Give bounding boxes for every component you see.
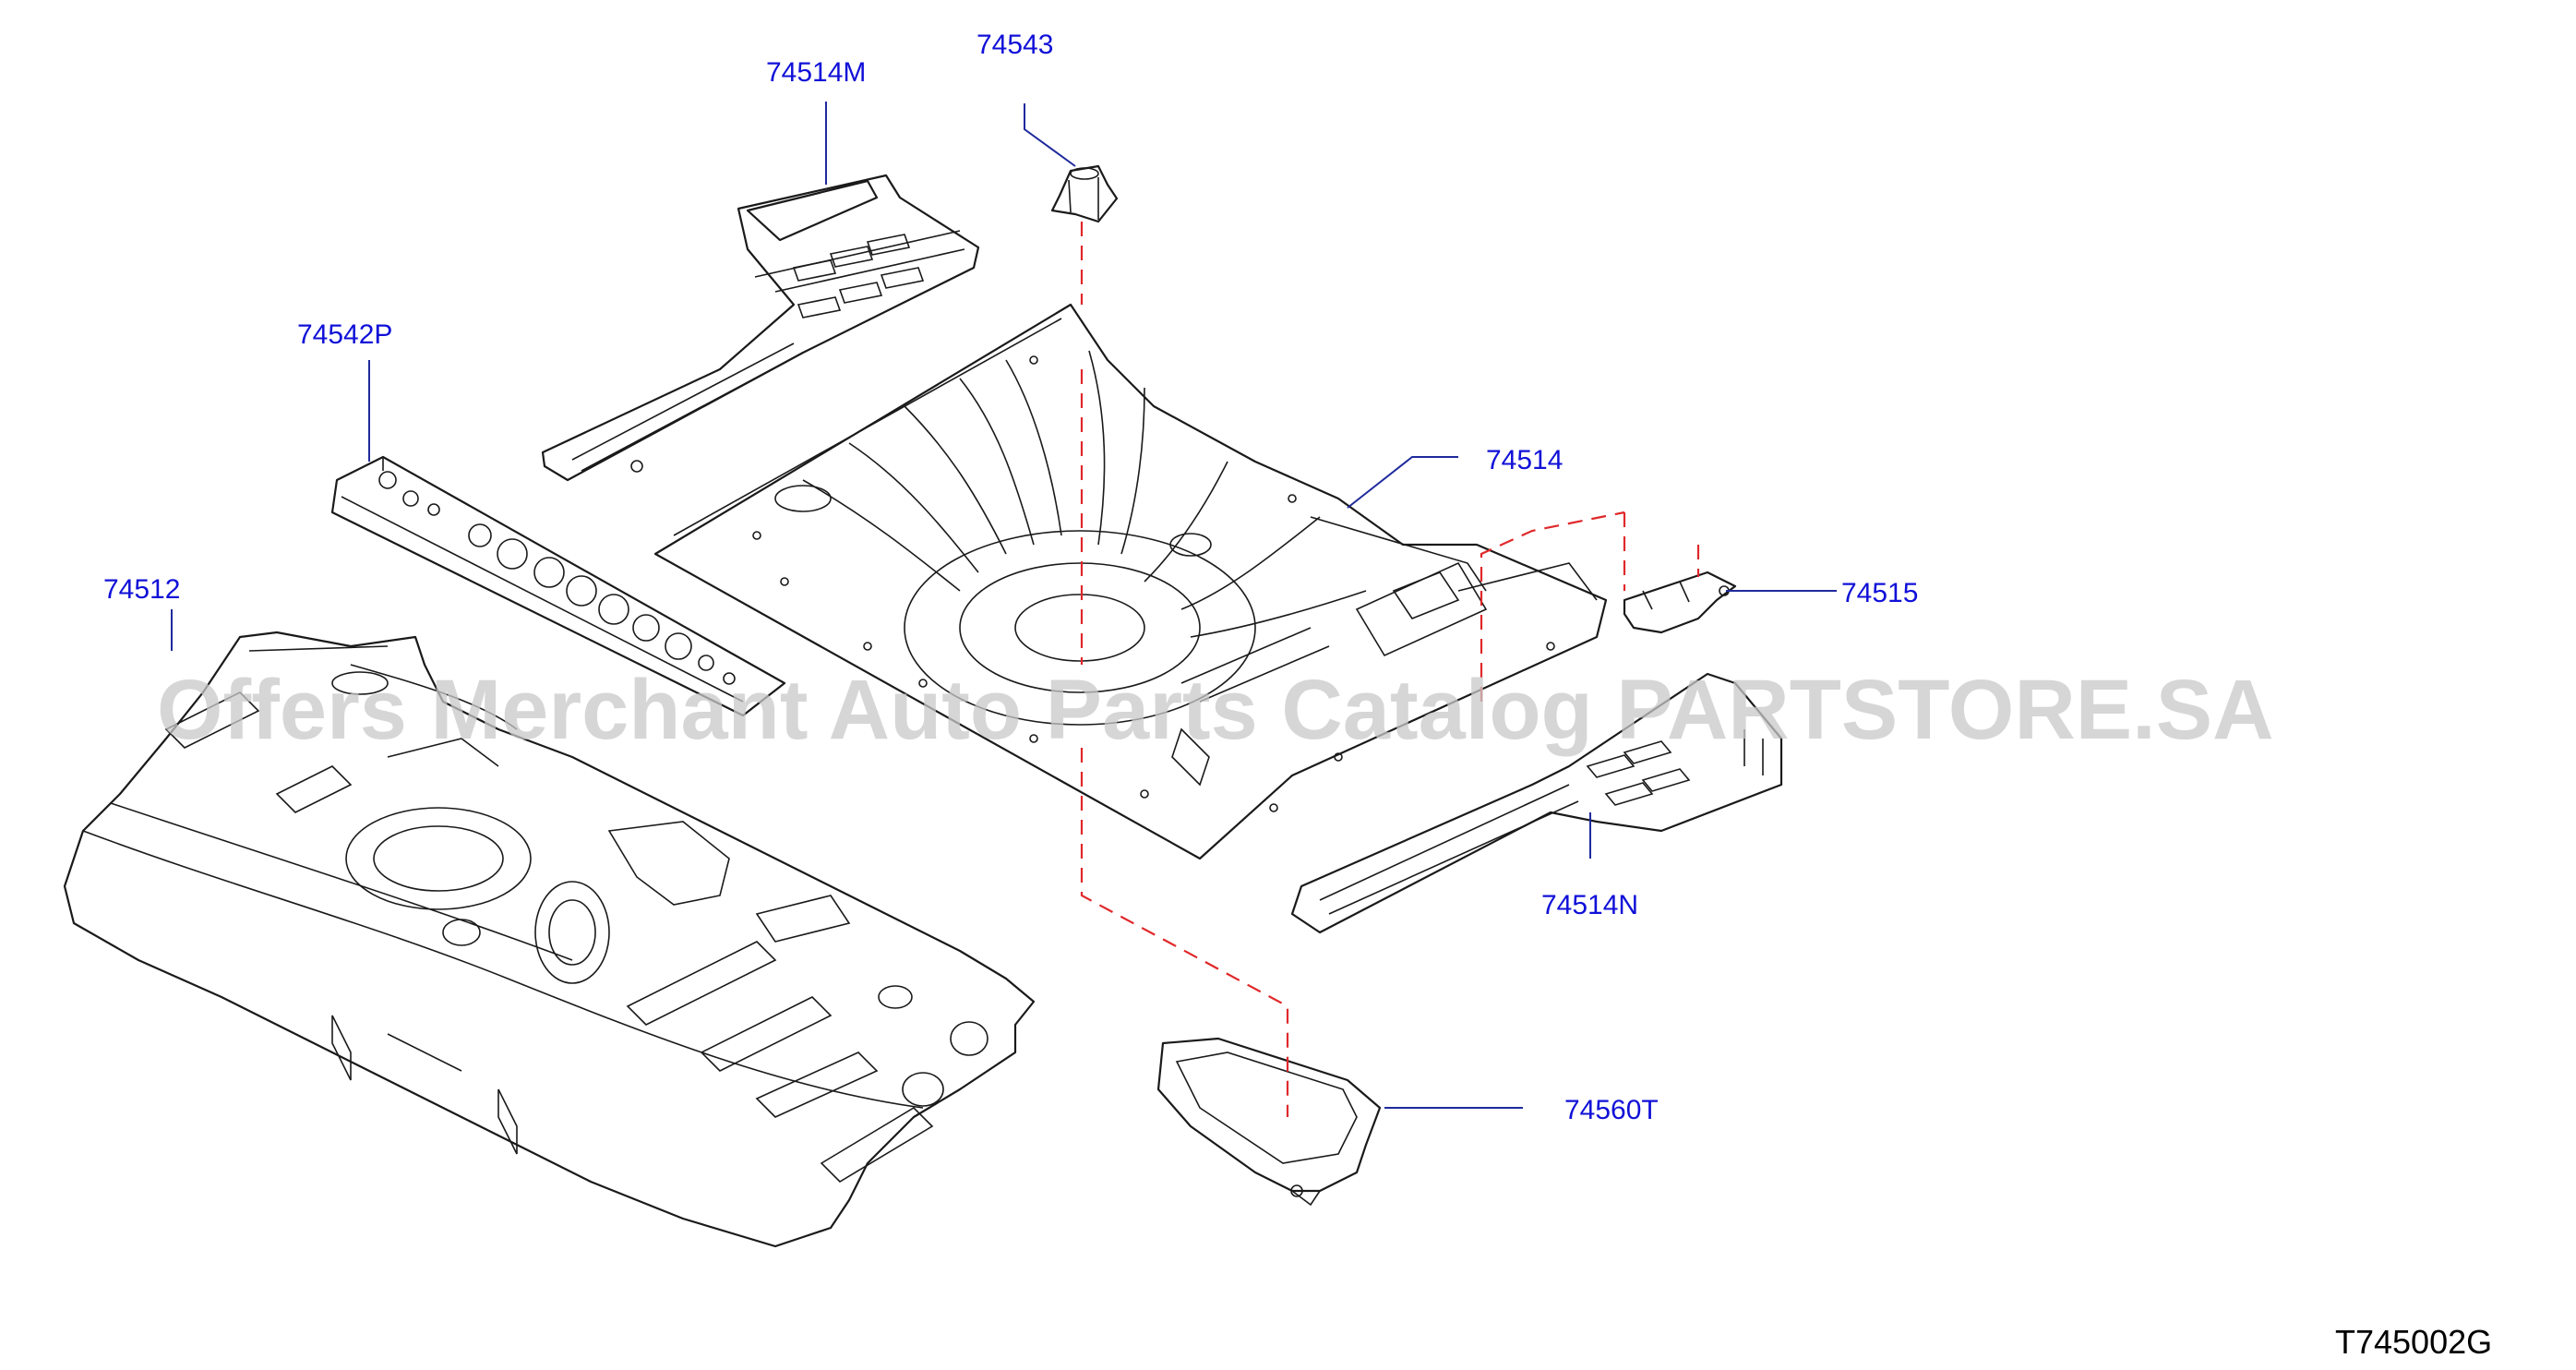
callout-74515[interactable]: 74515: [1841, 578, 1918, 608]
part-74514m-rail[interactable]: [541, 174, 980, 482]
callout-74514[interactable]: 74514: [1486, 445, 1563, 475]
diagram-code: T745002G: [2335, 1323, 2492, 1361]
part-74514n-rail[interactable]: [1290, 672, 1783, 934]
callout-labels: 74514M 74543 74542P 74514 74512 74515 74…: [103, 30, 1918, 1125]
assembly-lines: [1080, 222, 1700, 1117]
callout-74514m[interactable]: 74514M: [766, 57, 866, 88]
callout-74543[interactable]: 74543: [976, 30, 1053, 60]
leader-lines: [171, 102, 1837, 1109]
callout-74514n[interactable]: 74514N: [1541, 890, 1638, 920]
callout-74560t[interactable]: 74560T: [1564, 1095, 1659, 1125]
part-74515-bracket[interactable]: [1623, 571, 1737, 634]
callout-74542p[interactable]: 74542P: [297, 319, 392, 350]
part-74560t-bracket[interactable]: [1156, 1037, 1382, 1207]
part-74542p-crossmember[interactable]: [330, 455, 786, 717]
watermark-text: Offers Merchant Auto Parts Catalog PARTS…: [157, 663, 2274, 757]
part-74512-rear-floor-front[interactable]: [63, 631, 1036, 1248]
part-74514-floor-pan[interactable]: [653, 303, 1608, 860]
part-74543-bracket[interactable]: [1050, 164, 1119, 223]
callout-74512[interactable]: 74512: [103, 574, 180, 605]
